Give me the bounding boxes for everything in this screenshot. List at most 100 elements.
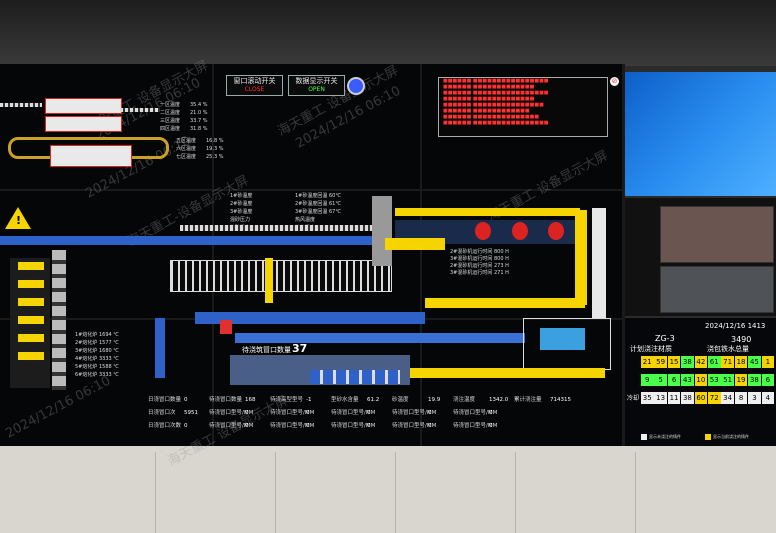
status-cell: 4 [761,392,775,404]
pouring-status-panel: ZG-3 2024/12/16 1413 3490 计划浇注材质 浇包铁水总量 … [625,318,776,446]
cabinet-seam [155,452,156,533]
ladle [540,328,585,350]
dryer-unit [50,145,132,167]
yellow-conveyor [425,298,585,308]
yellow-conveyor [400,368,605,378]
camera-screen [625,198,776,316]
status-cell: 38 [748,374,761,386]
status-cell: 45 [748,356,761,368]
wall-cabinets [0,446,776,533]
data-label: 型砂水含量 [331,397,359,403]
transfer-car [265,258,273,303]
blue-line [195,312,425,324]
yellow-conveyor-vertical [575,210,587,305]
status-cell: 72 [708,392,721,404]
window-scroll-label: 窗口滚动开关 [233,77,276,85]
desktop-screen [625,72,776,196]
conveyor [180,225,380,231]
mixer-runtime-line: 3#混砂机运行时间 800 H [450,256,509,262]
line-id: ZG-3 [655,334,675,343]
dryer-value: 16.8 % [206,138,224,144]
status-cell: 10 [694,374,708,386]
data-label: 待浇冒口型号/MM [392,410,437,416]
kiln-reading: 2#砂温度回温 61℃ [295,201,341,207]
status-cell: 34 [721,392,734,404]
legend-swatch [641,434,647,440]
screen-mullion [212,64,214,446]
status-cell: 6 [667,374,681,386]
data-label: 累计浇注量 [514,397,542,403]
data-label: 待浇冒口型号/MM [453,423,498,429]
blue-line [155,318,165,378]
col-planned-material: 计划浇注材质 [630,345,672,353]
status-cell: 38 [681,356,694,368]
status-cell: 9 [641,374,654,386]
dryer-label: 二区温度 [160,110,181,116]
dryer-value: 31.8 % [190,126,208,132]
data-label: 待浇高型型号 [270,397,304,403]
furnace-unit [18,280,44,288]
status-cell: 60 [694,392,708,404]
data-label: 待浇冒口型号/MM [270,410,315,416]
data-value: 0 [306,423,310,429]
data-label: 浇注温度 [453,397,476,403]
dryer-unit [45,116,122,132]
data-value: 0 [428,410,432,416]
dryer-label: 四区温度 [160,126,181,132]
data-label: 待浇冒口型号/MM [209,410,254,416]
legend-label: 显示未浇注的铸件 [649,434,681,439]
kiln-reading: 1#砂温度回温 60℃ [295,193,341,199]
mixer-motor [512,222,528,240]
data-value: 5951 [184,410,198,416]
data-label: 日浇冒口数量 [148,397,182,403]
main-line-conveyor [0,236,380,245]
close-icon[interactable]: ⊘ [610,77,619,86]
conveyor [0,103,42,107]
status-cell: 15 [667,356,681,368]
status-indicator-icon[interactable] [347,77,365,95]
status-cell: 21 [641,356,654,368]
status-cell: 1 [761,356,775,368]
data-value: -1 [306,397,312,403]
dryer-label: 三区温度 [160,118,181,124]
data-value: 0 [184,397,188,403]
screen-mullion [0,189,622,191]
data-value: 714315 [550,397,571,403]
data-value: 0 [245,423,249,429]
window-scroll-toggle-button[interactable]: 窗口滚动开关 CLOSE [226,75,283,96]
mold-boxes [310,370,400,384]
status-cell: 5 [654,374,667,386]
screen-mullion [622,64,625,446]
kiln-reading: 热风温度 [295,217,316,223]
status-cell: 18 [734,356,748,368]
kiln-reading: 混砂压力 [230,217,251,223]
data-value: 0 [489,423,493,429]
furnace-unit [18,352,44,360]
status-cell: 59 [654,356,667,368]
data-label: 待浇冒口型号/MM [453,410,498,416]
data-value: 0 [428,423,432,429]
kiln-reading: 1#砂温度 [230,193,253,199]
status-cell: 19 [734,374,748,386]
furnace-reading: 4#熔化炉 3333 ℃ [75,356,119,362]
data-value: 19.9 [428,397,441,403]
mixer-runtime-line: 2#混砂机运行时间 273 H [450,263,509,269]
furnace-unit [18,262,44,270]
legend-label: 显示当前浇注的铸件 [713,434,749,439]
data-label: 待浇冒口型号/MM [392,423,437,429]
furnace-reading: 5#熔化炉 1588 ℃ [75,364,119,370]
ceiling [0,0,776,66]
status-cell: 38 [681,392,694,404]
pouring-line [235,333,525,343]
status-cell: 61 [708,356,721,368]
data-display-toggle-button[interactable]: 数据显示开关 OPEN [288,75,345,96]
furnace-reading: 3#熔化炉 1680 ℃ [75,348,119,354]
data-display-label: 数据显示开关 [295,77,338,85]
furnace-reading: 1#熔化炉 1694 ℃ [75,332,119,338]
dryer-value: 25.3 % [206,154,224,160]
dryer-value: 35.4 % [190,102,208,108]
pending-pour-value: 37 [292,342,308,355]
col-ladle-total: 浇包铁水总量 [707,345,749,353]
dryer-label: 一区温度 [160,102,181,108]
data-value: 0 [306,410,310,416]
